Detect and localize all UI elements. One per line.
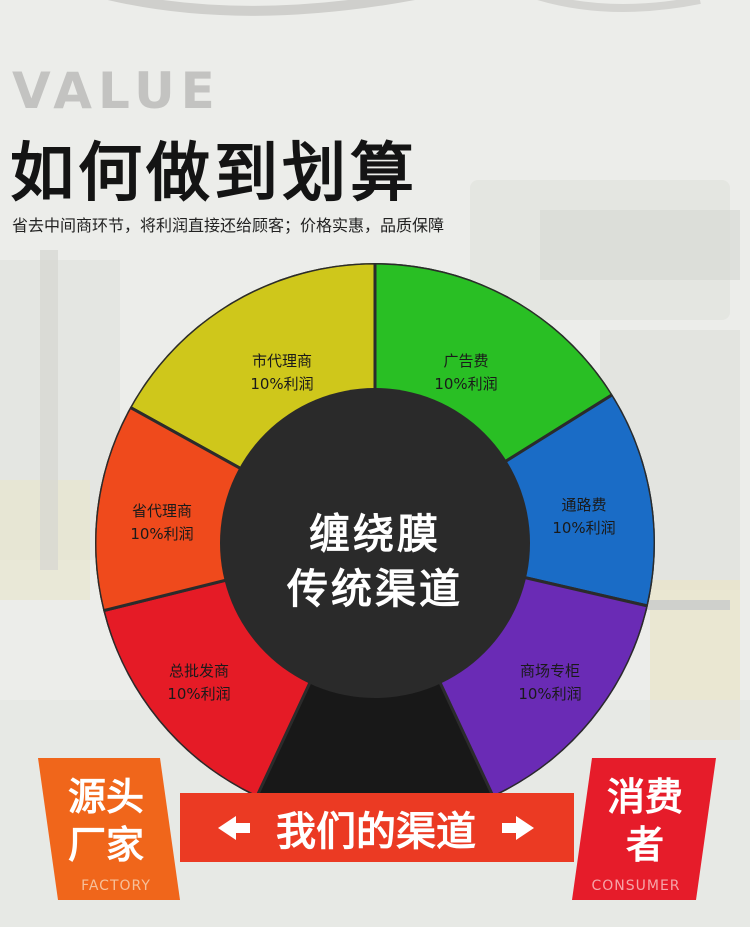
wheel-center-title: 缠绕膜 [309,510,441,558]
page-title: 如何做到划算 [10,137,418,211]
wheel-center-subtitle: 传统渠道 [286,565,463,613]
consumer-label-en: CONSUMER [591,878,680,894]
arrow-right-icon [502,816,534,840]
channel-ribbon [180,793,574,862]
segment-profit-tonglu: 10%利润 [552,519,615,537]
segment-profit-zongpifa: 10%利润 [167,685,230,703]
overline-value: VALUE [12,62,221,120]
factory-label-line1: 源头 [68,775,144,819]
wheel-center-circle [220,388,530,698]
segment-label-shi-daili: 市代理商 [252,352,312,370]
factory-label-en: FACTORY [81,878,151,894]
ribbon-label: 我们的渠道 [276,809,476,855]
segment-label-shangchang: 商场专柜 [520,662,580,680]
segment-profit-sheng-daili: 10%利润 [130,525,193,543]
consumer-label-line2: 者 [626,823,664,867]
consumer-badge [572,758,716,900]
segment-label-zongpifa: 总批发商 [169,662,229,680]
segment-label-sheng-daili: 省代理商 [132,502,192,520]
segment-profit-guanggao: 10%利润 [434,375,497,393]
factory-label-line2: 厂家 [68,823,144,867]
page-subtitle: 省去中间商环节，将利润直接还给顾客；价格实惠，品质保障 [12,216,445,235]
consumer-label-line1: 消费 [607,775,683,819]
segment-profit-shi-daili: 10%利润 [250,375,313,393]
arrow-left-icon [218,816,250,840]
segment-label-guanggao: 广告费 [443,352,488,370]
segment-label-tonglu: 通路费 [561,496,606,514]
factory-badge [38,758,180,900]
segment-profit-shangchang: 10%利润 [518,685,581,703]
